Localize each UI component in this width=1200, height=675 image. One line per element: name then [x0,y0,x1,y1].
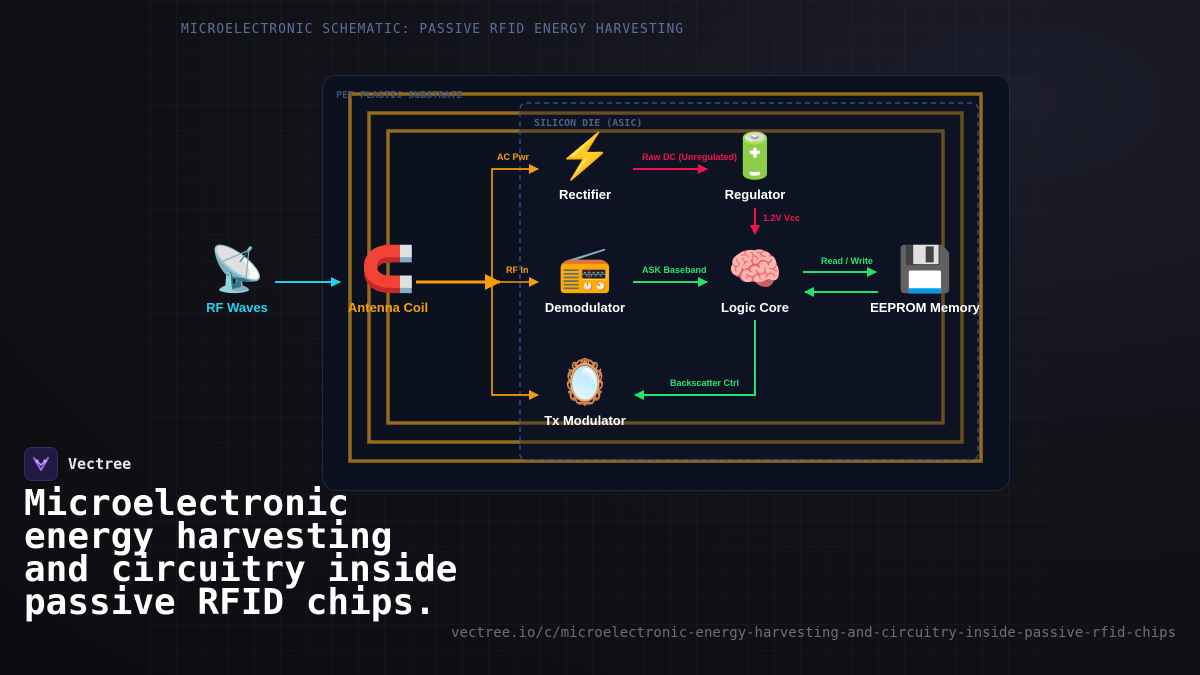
node-tx-modulator-label: Tx Modulator [544,413,626,428]
page-url[interactable]: vectree.io/c/microelectronic-energy-harv… [451,625,1176,641]
coil-winding-inner [386,129,945,425]
edge-label-backscatter: Backscatter Ctrl [670,378,740,388]
node-regulator: 🔋 Regulator [685,132,825,203]
die-label: SILICON DIE (ASIC) [534,118,643,129]
backscatter-arrow [634,320,756,400]
node-antenna-coil-label: Antenna Coil [347,300,429,315]
edge-label-rf-in: RF In [506,265,529,275]
node-eeprom-label: EEPROM Memory [870,300,980,315]
vectree-logo-icon [33,457,49,471]
coil-winding-middle [367,111,964,444]
node-regulator-label: Regulator [724,187,786,202]
node-antenna-coil: 🧲 Antenna Coil [318,245,458,316]
coil-winding-outer [348,92,983,463]
node-logic-core-label: Logic Core [721,300,789,315]
node-logic-core: 🧠 Logic Core [685,245,825,316]
magnet-icon: 🧲 [360,245,416,294]
radio-icon: 📻 [557,245,613,294]
vectree-logo [24,447,58,481]
edge-label-ac-pwr: AC Pwr [497,152,530,162]
node-rectifier: ⚡ Rectifier [515,132,655,203]
node-rectifier-label: Rectifier [558,187,612,202]
edge-label-read-write: Read / Write [821,256,873,266]
brand-name: Vectree [68,455,132,473]
brain-icon: 🧠 [727,245,783,294]
floppy-disk-icon: 💾 [897,245,953,294]
edge-label-raw-dc: Raw DC (Unregulated) [642,152,738,162]
substrate-label: PET PLASTIC SUBSTRATE [336,90,463,101]
node-tx-modulator: 🪞 Tx Modulator [515,358,655,429]
brand: Vectree [24,447,131,481]
edge-label-ask-baseband: ASK Baseband [642,265,707,275]
lightning-icon: ⚡ [557,132,613,181]
node-eeprom: 💾 EEPROM Memory [855,245,995,316]
headline: Microelectronic energy harvesting and ci… [24,483,458,623]
satellite-antenna-icon: 📡 [209,245,265,294]
silicon-die-outline [519,102,979,461]
node-demodulator-label: Demodulator [544,300,626,315]
node-demodulator: 📻 Demodulator [515,245,655,316]
node-rf-waves: 📡 RF Waves [167,245,307,316]
battery-icon: 🔋 [727,132,783,181]
mirror-icon: 🪞 [557,358,613,407]
schematic-title: MICROELECTRONIC SCHEMATIC: PASSIVE RFID … [181,22,685,37]
node-rf-waves-label: RF Waves [206,300,268,315]
edge-label-vcc: 1.2V Vcc [763,213,801,223]
